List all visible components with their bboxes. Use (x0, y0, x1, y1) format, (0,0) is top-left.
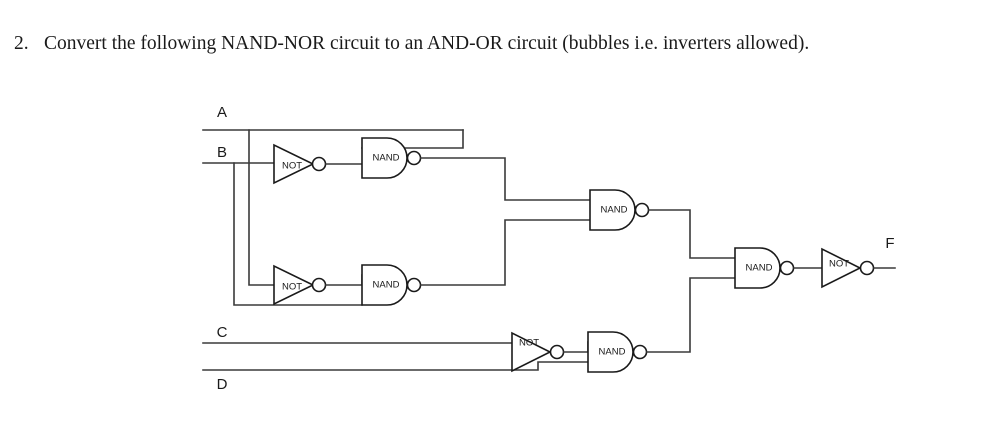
wire-nand3-to-nand5 (648, 209, 736, 259)
gate-not2-body (273, 264, 315, 306)
gate-not3-body (511, 331, 552, 373)
gate-nand4-body (587, 331, 634, 373)
gate-not4-label: NOT (829, 259, 849, 270)
wire-not3-to-nand4 (563, 341, 589, 353)
gate-not2-label: NOT (282, 282, 302, 293)
gate-not4-body (821, 247, 862, 289)
gate-not1-label: NOT (282, 161, 302, 172)
question-number: 2. (14, 33, 29, 54)
output-label-f: F (885, 235, 894, 252)
gate-nand1-label: NAND (373, 153, 400, 164)
gate-nand3-label: NAND (601, 205, 628, 216)
input-label-d: D (217, 376, 228, 393)
gate-nand3-body (589, 189, 636, 231)
gate-not2-bubble (311, 277, 327, 293)
gate-nand5-label: NAND (746, 263, 773, 274)
gate-nand4-label: NAND (599, 347, 626, 358)
gate-nand2-body (361, 264, 408, 306)
gate-nand5-bubble (779, 260, 795, 276)
gate-nand3-bubble (634, 202, 650, 218)
wire-nand4-to-nand5 (646, 277, 736, 353)
gate-nand2-label: NAND (373, 280, 400, 291)
gate-not1-body (273, 143, 315, 185)
question-text: Convert the following NAND-NOR circuit t… (44, 33, 810, 54)
gate-nand4-bubble (632, 344, 648, 360)
input-label-b: B (217, 144, 227, 161)
input-label-a: A (217, 104, 227, 121)
wire-nand1-to-nand3 (420, 157, 591, 201)
gate-not3-bubble (549, 344, 565, 360)
gate-not3-label: NOT (519, 338, 539, 349)
gate-nand5-body (734, 247, 781, 289)
gate-nand1-body (361, 137, 408, 179)
wire-not2-to-nand2 (325, 274, 363, 286)
gate-not4-bubble (859, 260, 875, 276)
gate-not1-bubble (311, 156, 327, 172)
gate-nand1-bubble (406, 150, 422, 166)
wire-b-to-nand2 (233, 162, 363, 306)
input-label-c: C (217, 324, 228, 341)
wire-input-d (202, 361, 589, 371)
gate-nand2-bubble (406, 277, 422, 293)
wire-nand2-to-nand3 (420, 219, 591, 286)
wire-a-to-not2 (248, 129, 275, 286)
question-prompt: 2. Convert the following NAND-NOR circui… (14, 32, 979, 56)
